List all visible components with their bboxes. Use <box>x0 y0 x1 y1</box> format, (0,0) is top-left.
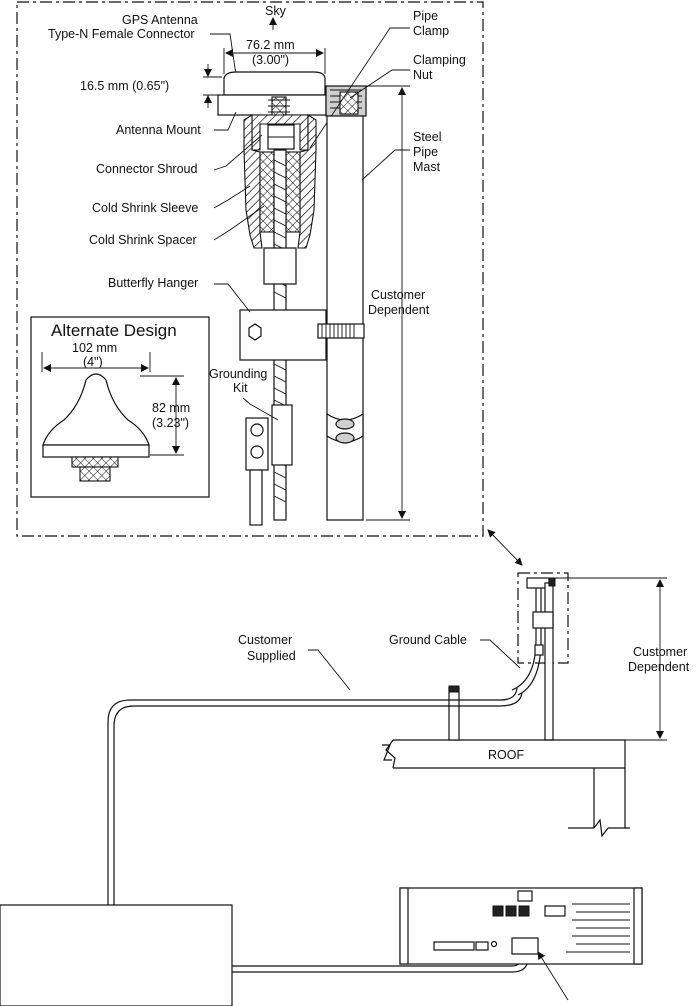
gps-antenna-label: GPS Antenna <box>122 13 198 27</box>
detail-view-border <box>16 1 484 537</box>
ground-post <box>448 687 460 741</box>
cold-shrink-spacer-label: Cold Shrink Spacer <box>89 233 197 247</box>
grounding-leader <box>242 397 279 421</box>
alt-antenna-base <box>42 444 150 458</box>
grounding-label-2: Kit <box>233 381 248 395</box>
ground-cable-leader <box>480 639 521 669</box>
overview-mast <box>544 582 554 741</box>
alternate-design-title: Alternate Design <box>51 321 177 340</box>
rack-port-pointer <box>537 951 569 1001</box>
alt-height-in: (3.23") <box>152 416 189 430</box>
grounding-kit <box>271 404 293 466</box>
clamping-nut <box>339 91 359 115</box>
customer-dependent-overview-2: Dependent <box>628 660 690 674</box>
rack-gps-port <box>511 937 539 955</box>
connector-type-label: Type-N Female Connector <box>48 27 195 41</box>
antenna-mount-leader <box>214 111 237 131</box>
receiver-box <box>0 904 233 1006</box>
roof <box>393 739 626 769</box>
overview-antenna-cable <box>511 588 537 691</box>
antenna-mount-label: Antenna Mount <box>116 123 201 137</box>
alt-height-mm: 82 mm <box>152 401 190 415</box>
clamping-nut-leader <box>349 69 410 99</box>
customer-supplied-cable <box>107 687 518 905</box>
connector-shroud-label: Connector Shroud <box>96 162 198 176</box>
butterfly-hanger-label: Butterfly Hanger <box>108 276 198 290</box>
customer-dependent-detail-2: Dependent <box>368 303 430 317</box>
cold-shrink-sleeve-label: Cold Shrink Sleeve <box>92 201 198 215</box>
hose-clamp <box>317 323 365 339</box>
customer-supplied-leader <box>308 649 351 691</box>
steel-pipe-label-3: Mast <box>413 160 441 174</box>
sky-label: Sky <box>265 4 287 18</box>
cold-shrink-sleeve-leader <box>213 185 251 209</box>
detail-callout-arrow <box>487 529 523 566</box>
clamping-nut-label-2: Nut <box>413 68 433 82</box>
pipe-clamp-leader <box>309 27 410 149</box>
gps-antenna-dome <box>223 71 326 96</box>
alt-connector <box>71 456 119 468</box>
customer-supplied-label-1: Customer <box>238 633 292 647</box>
connector-shroud-leader <box>213 134 263 171</box>
alt-width-in: (4") <box>83 355 103 369</box>
customer-dependent-overview-1: Customer <box>633 645 687 659</box>
steel-pipe-leader <box>361 149 410 181</box>
height-small-label: 16.5 mm (0.65") <box>80 79 169 93</box>
roof-wall <box>568 768 630 829</box>
butterfly-hanger-leader <box>214 283 251 313</box>
pipe-clamp-label-2: Clamp <box>413 24 449 38</box>
customer-supplied-label-2: Supplied <box>247 649 296 663</box>
gps-antenna-leader <box>210 33 237 76</box>
cold-shrink-spacer-leader <box>213 205 265 241</box>
alt-antenna-dome <box>42 373 150 446</box>
alt-width-mm: 102 mm <box>72 341 117 355</box>
steel-pipe-label-2: Pipe <box>413 145 438 159</box>
ground-wire-detail <box>249 469 263 526</box>
width-in-label: (3.00") <box>252 53 289 67</box>
clamping-nut-label-1: Clamping <box>413 53 466 67</box>
alternate-design-box <box>30 316 210 498</box>
pipe-clamp-label-1: Pipe <box>413 9 438 23</box>
cold-shrink-sleeve <box>243 114 263 249</box>
cold-shrink-spacer-right <box>285 151 301 233</box>
lower-connector-body <box>263 247 297 285</box>
cold-shrink-spacer <box>259 151 275 233</box>
ground-cable-label: Ground Cable <box>389 633 467 647</box>
steel-pipe-label-1: Steel <box>413 130 442 144</box>
cold-shrink-sleeve-right <box>297 114 317 249</box>
roof-label: ROOF <box>488 748 524 762</box>
grounding-label-1: Grounding <box>209 367 267 381</box>
customer-dependent-detail-1: Customer <box>371 288 425 302</box>
antenna-callout-box <box>517 572 569 664</box>
steel-pipe-mast <box>326 115 364 521</box>
width-mm-label: 76.2 mm <box>246 38 295 52</box>
hanger-bolt <box>248 323 262 341</box>
